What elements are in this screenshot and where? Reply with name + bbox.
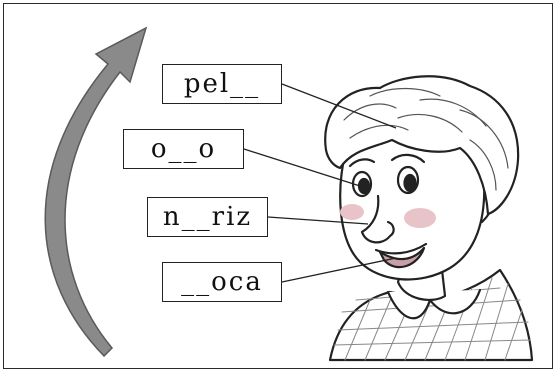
curved-up-arrow-icon: [44, 26, 148, 358]
label-text-olho: o__o: [150, 134, 217, 164]
eye-right: [396, 165, 420, 195]
connector-boca: [281, 257, 397, 283]
label-text-nariz: n__riz: [162, 202, 253, 232]
connector-olho: [243, 148, 361, 187]
connector-pelo: [281, 83, 397, 129]
connector-nariz: [267, 216, 369, 225]
label-box-nariz[interactable]: n__riz: [147, 197, 268, 237]
label-text-boca: __oca: [181, 267, 263, 297]
boy-figure: [324, 75, 534, 362]
label-text-pelo: pel__: [183, 69, 261, 99]
label-box-olho[interactable]: o__o: [123, 129, 244, 169]
connector-lines: [243, 83, 397, 283]
label-box-boca[interactable]: __oca: [162, 262, 282, 302]
label-box-pelo[interactable]: pel__: [162, 64, 282, 104]
